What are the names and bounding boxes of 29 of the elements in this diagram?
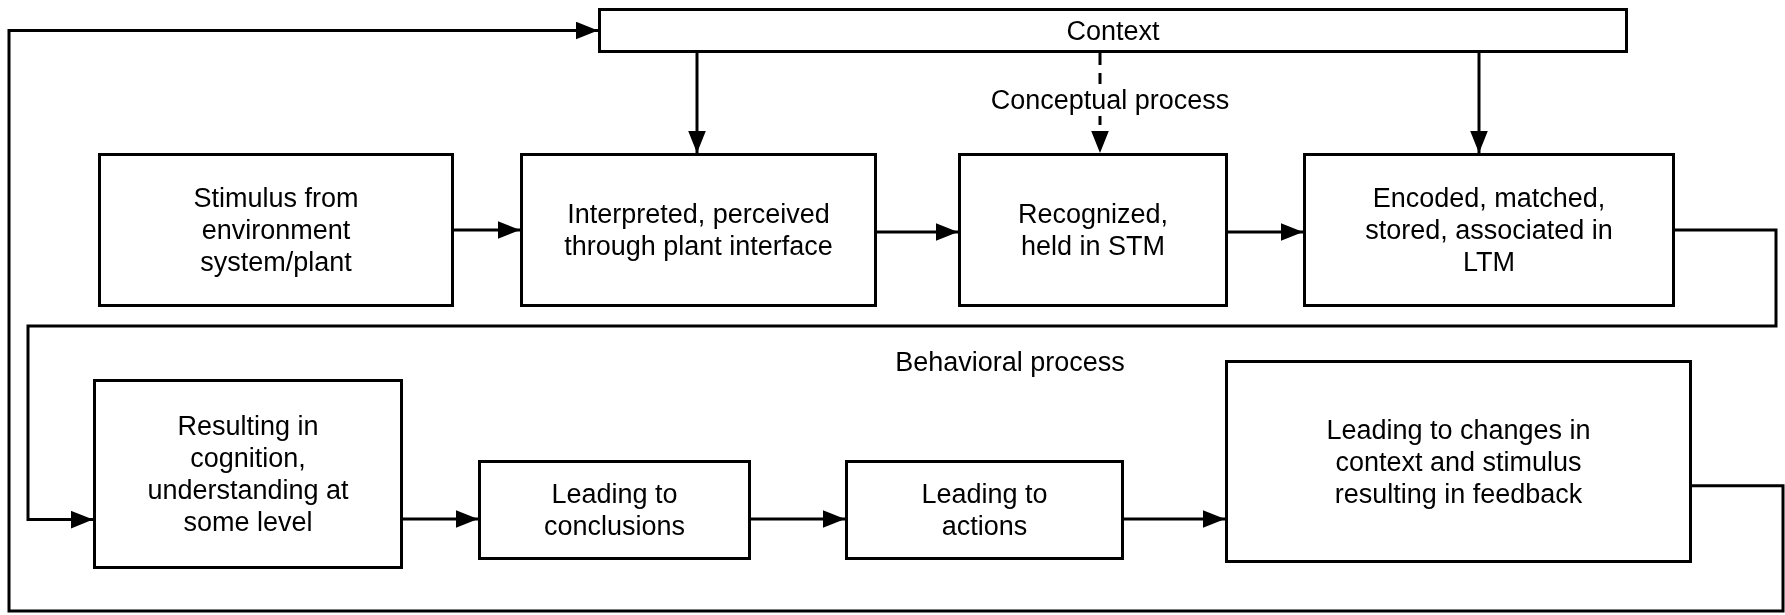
box-text: Resulting in cognition, understanding at some level	[146, 410, 350, 538]
arrow	[7, 21, 1785, 613]
box-text: Leading to conclusions	[542, 478, 687, 542]
box-text: Context	[1066, 14, 1160, 47]
box-text: Interpreted, perceived through plant interface	[563, 198, 834, 262]
process-box	[598, 8, 1628, 53]
box-text: Leading to changes in context and stimulus resulting in feedback	[1325, 413, 1592, 510]
box-text: Stimulus from environment system/plant	[192, 182, 360, 278]
process-box	[958, 153, 1228, 307]
process-box	[845, 460, 1124, 560]
arrow	[877, 223, 958, 241]
arrow	[454, 221, 520, 239]
arrow	[26, 228, 1778, 529]
box-text: Recognized, held in STM	[1016, 198, 1170, 262]
process-box	[478, 460, 751, 560]
arrow	[688, 53, 706, 153]
arrow	[403, 510, 478, 528]
process-box	[520, 153, 877, 307]
box-text: Encoded, matched, stored, associated in LTM	[1364, 182, 1614, 278]
arrow	[1124, 510, 1225, 528]
arrow	[751, 510, 845, 528]
arrow	[1470, 53, 1488, 153]
process-box	[98, 153, 454, 307]
process-box	[1303, 153, 1675, 307]
section-label: Conceptual process	[989, 83, 1231, 118]
arrow	[1228, 223, 1303, 241]
process-box	[93, 379, 403, 569]
process-box	[1225, 360, 1692, 563]
box-text: Leading to actions	[920, 478, 1049, 542]
